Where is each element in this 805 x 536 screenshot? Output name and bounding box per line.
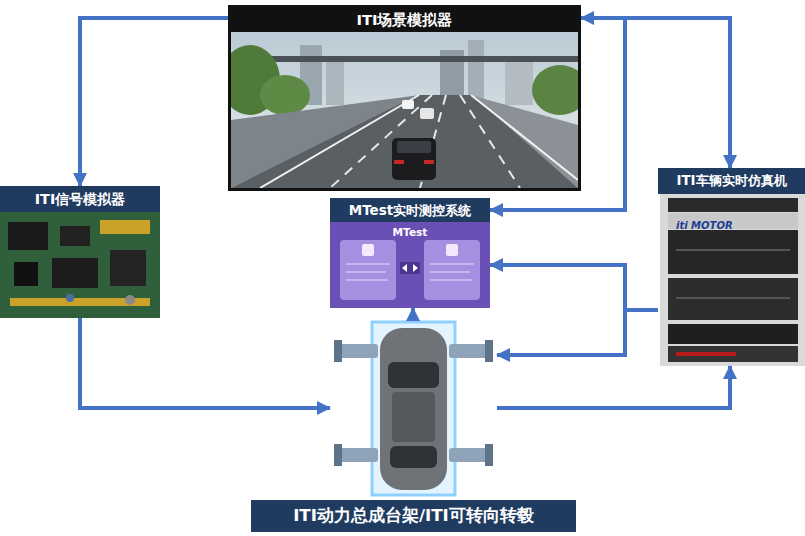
test-system-panel (330, 222, 490, 308)
test-system-panel (430, 264, 474, 265)
scene-image (420, 108, 434, 119)
signal-arrow (80, 318, 330, 408)
scene-image (397, 141, 431, 153)
signal-arrow (490, 265, 658, 310)
brand-logo: iti MOTOR (676, 220, 733, 231)
car-on-dyno-image (336, 344, 378, 358)
rack-image (668, 278, 798, 320)
circuit-board-image (66, 294, 74, 302)
simulator-panel: ITI车辆实时仿真机 (658, 168, 805, 366)
signal-arrow (497, 310, 658, 355)
test-system-panel (400, 262, 420, 274)
car-on-dyno-image (380, 328, 447, 490)
panel-heading: ITI车辆实时仿真机 (658, 168, 805, 194)
rack-image (668, 324, 798, 344)
circuit-board-image (52, 258, 98, 288)
car-on-dyno-image (449, 448, 491, 462)
scene-image (392, 138, 436, 180)
circuit-board-image (14, 262, 38, 286)
panel-text: MTest (330, 224, 490, 240)
signal-arrow (581, 18, 730, 168)
rack-image (668, 346, 798, 362)
signal-arrow (411, 308, 415, 318)
test-system-panel (346, 272, 386, 273)
circuit-board-image (0, 212, 160, 318)
scene-image (231, 29, 578, 188)
scene-image (471, 95, 578, 180)
test-system-panel (330, 222, 490, 308)
circuit-board-image (8, 222, 48, 250)
test-system-panel (346, 264, 390, 265)
car-on-dyno-image (334, 340, 342, 362)
system-panel: MTest实时测控系统 MTest (330, 198, 490, 308)
car-on-dyno-image (390, 446, 437, 468)
rack-image (668, 198, 798, 212)
car-on-dyno-image (485, 444, 493, 466)
simulator-panel: ITI场景模拟器 (228, 5, 581, 191)
circuit-board-image (0, 212, 160, 318)
test-system-panel (362, 244, 374, 256)
rack-image (676, 297, 790, 299)
circuit-board-image (100, 220, 150, 234)
scene-image (402, 100, 414, 109)
scene-image (394, 160, 404, 164)
signal-arrow (80, 18, 228, 186)
scene-image (326, 60, 344, 105)
scene-image (231, 29, 578, 188)
scene-image (231, 95, 578, 188)
panel-heading: ITI动力总成台架/ITI可转向转毂 (251, 500, 576, 532)
test-bench: ITI动力总成台架/ITI可转向转毂 (330, 318, 497, 498)
scene-image (532, 65, 578, 115)
test-system-panel (430, 272, 470, 273)
logo-label-box: iti MOTOR (676, 214, 733, 233)
car-on-dyno-image (449, 344, 491, 358)
circuit-board-image (110, 250, 146, 286)
car-on-dyno-image (485, 340, 493, 362)
car-on-dyno-image (334, 444, 342, 466)
scene-image (505, 62, 533, 105)
car-on-dyno-image (372, 322, 455, 495)
panel-heading: ITI信号模拟器 (0, 186, 160, 212)
circuit-board-image (60, 226, 90, 246)
rack-image (676, 249, 790, 251)
rack-image (660, 194, 805, 366)
test-system-panel (413, 264, 418, 272)
test-system-panel (424, 240, 480, 300)
test-system-panel (402, 264, 407, 272)
panel-heading: MTest实时测控系统 (330, 198, 490, 222)
circuit-board-image (125, 295, 135, 305)
car-on-dyno-image (334, 322, 493, 495)
rack-image (676, 352, 736, 356)
signal-arrow (497, 366, 730, 408)
test-system-panel (346, 280, 388, 281)
car-on-dyno-image (336, 448, 378, 462)
car-on-dyno-image (392, 392, 435, 442)
panel-heading: ITI场景模拟器 (231, 8, 578, 32)
scene-image (260, 75, 310, 115)
test-system-panel (446, 244, 458, 256)
scene-image (231, 56, 578, 62)
car-on-dyno-image (388, 362, 439, 388)
scene-image (424, 160, 434, 164)
test-system-panel (340, 240, 396, 300)
test-system-panel (430, 280, 472, 281)
rack-image (660, 194, 805, 366)
rack-image (668, 230, 798, 274)
simulator-panel: ITI信号模拟器 (0, 186, 160, 318)
